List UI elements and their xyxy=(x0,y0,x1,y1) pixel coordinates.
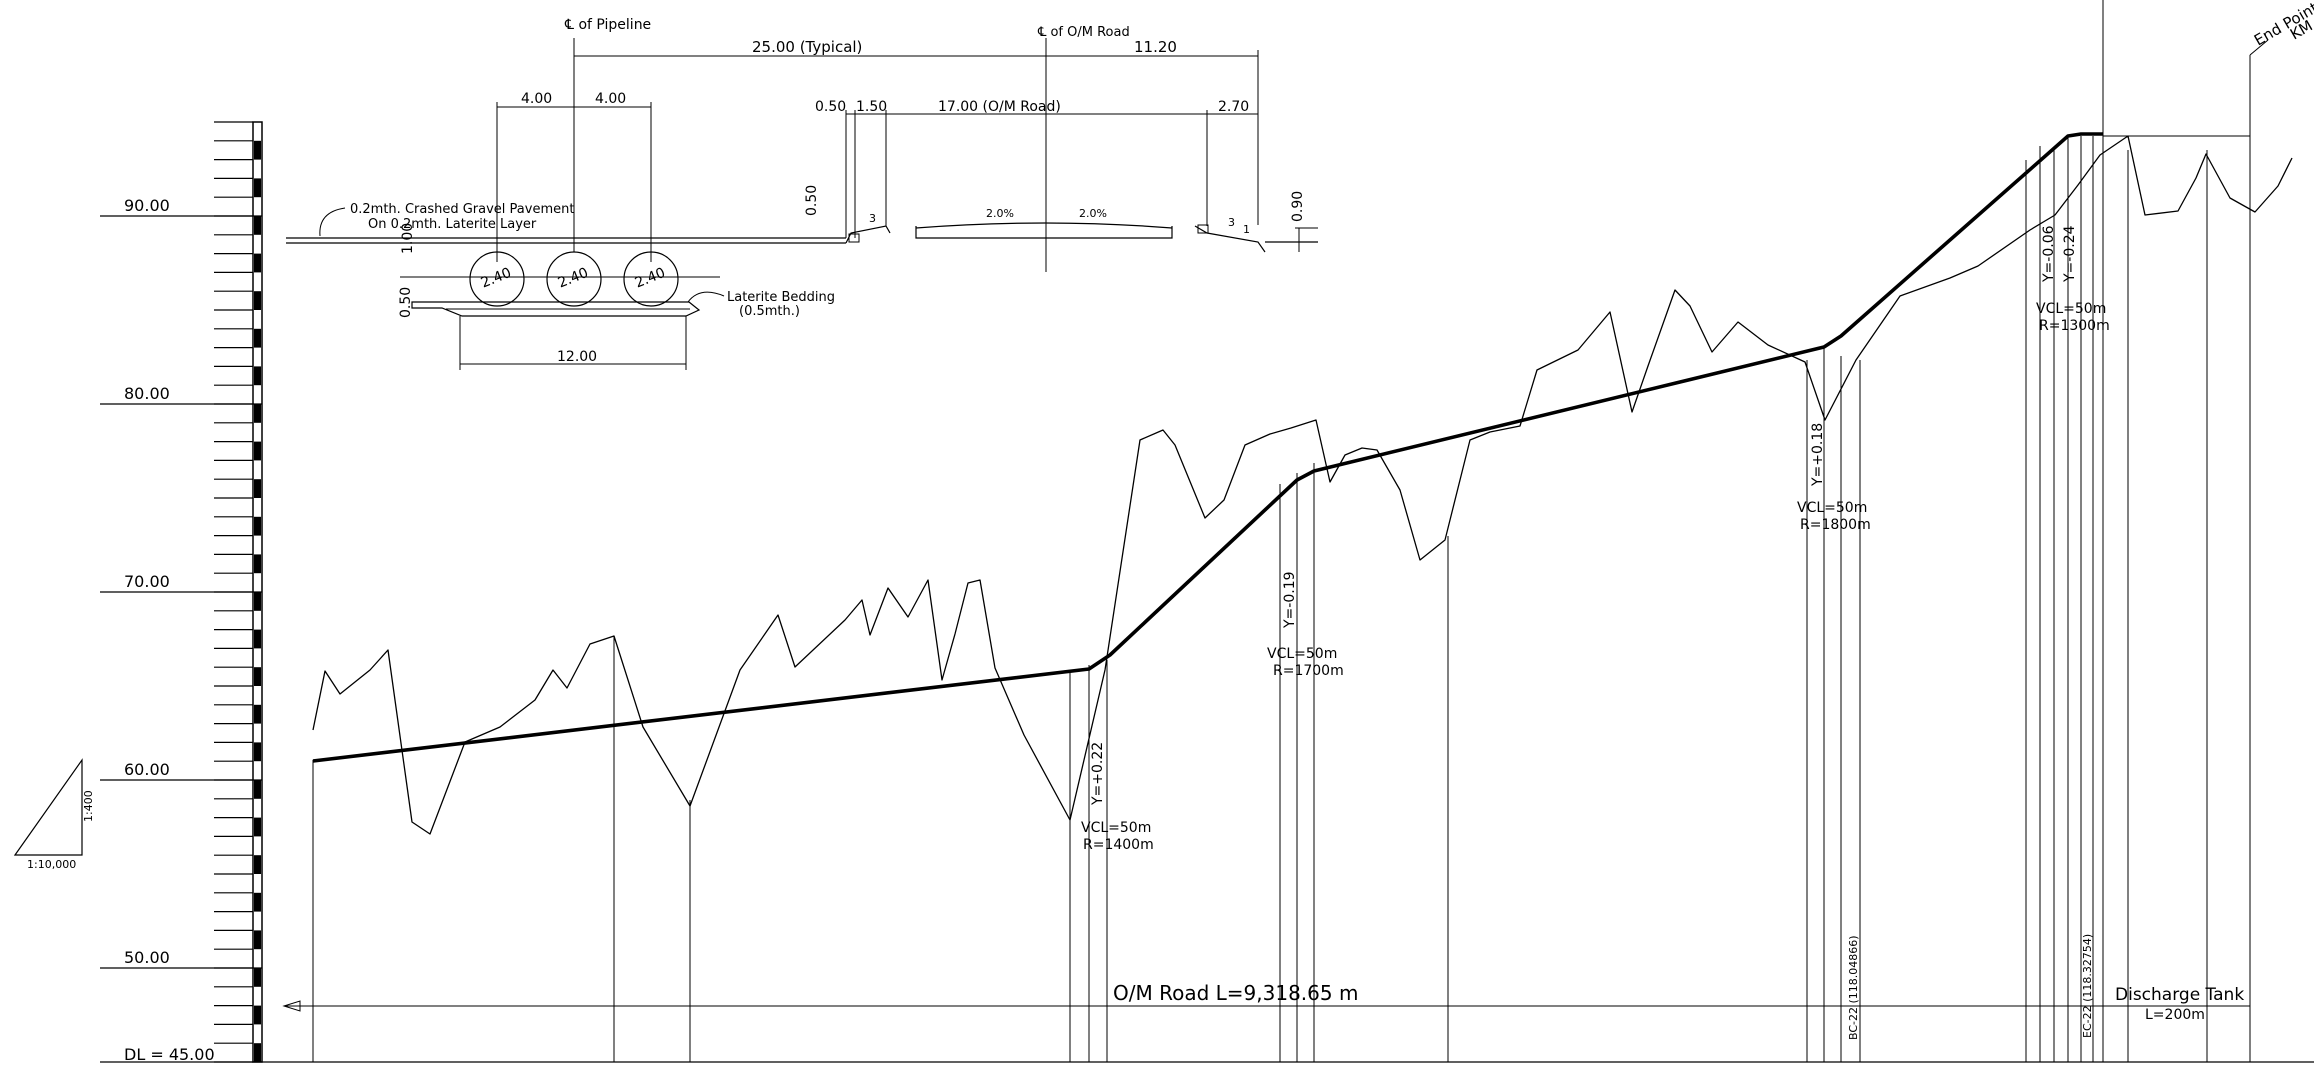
scale-block xyxy=(254,253,261,273)
curve-3: Y=+0.18 VCL=50m R=1800m xyxy=(1797,423,1871,533)
elevation-label-70: 70.00 xyxy=(124,572,170,591)
curve-1-y: Y=+0.22 xyxy=(1090,742,1106,806)
scale-block xyxy=(254,930,261,950)
slope-ratio-c: 1 xyxy=(1243,223,1250,236)
scale-block xyxy=(254,404,261,423)
scale-block xyxy=(254,629,261,649)
curve-2-vcl: VCL=50m xyxy=(1267,646,1337,662)
dim-2-70: 2.70 xyxy=(1218,99,1249,115)
scale-block xyxy=(254,554,261,574)
curve-1: Y=+0.22 VCL=50m R=1400m xyxy=(1081,742,1154,853)
scale-block xyxy=(254,968,261,987)
curve-4-r: R=1300m xyxy=(2039,318,2110,334)
curve-5-y: Y=-0.24 xyxy=(2062,225,2078,283)
dim-1-50: 1.50 xyxy=(856,99,887,115)
scale-block xyxy=(254,780,261,799)
scale-block xyxy=(254,516,261,536)
slope-left: 2.0% xyxy=(986,207,1014,220)
scale-block xyxy=(254,441,261,461)
curve-3-y: Y=+0.18 xyxy=(1810,423,1826,487)
curve-2-r: R=1700m xyxy=(1273,663,1344,679)
dim-v-0-50-bedding: 0.50 xyxy=(398,287,414,318)
elevation-scale: 90.00 80.00 70.00 60.00 50.00 DL = 45.00 xyxy=(100,121,263,1064)
datum-label: DL = 45.00 xyxy=(124,1045,215,1064)
typical-cross-section: ℄ of Pipeline ℄ of O/M Road 25.00 (Typic… xyxy=(286,17,1318,370)
elevation-label-60: 60.00 xyxy=(124,760,170,779)
slope-right: 2.0% xyxy=(1079,207,1107,220)
pipe-1 xyxy=(469,251,525,307)
scale-block xyxy=(254,479,261,498)
pipe-2 xyxy=(546,251,602,307)
scale-block xyxy=(254,742,261,762)
ratio-vertical: 1:400 xyxy=(82,790,95,822)
curve-5: Y=-0.24 xyxy=(2062,225,2078,283)
pavement-note-2: On 0.2mth. Laterite Layer xyxy=(368,217,537,232)
scale-block xyxy=(254,140,261,160)
curve-1-r: R=1400m xyxy=(1083,837,1154,853)
dim-spacing-b: 4.00 xyxy=(595,91,626,107)
scale-block xyxy=(254,817,261,837)
curve-1-vcl: VCL=50m xyxy=(1081,820,1151,836)
scale-block xyxy=(254,216,261,235)
elevation-label-80: 80.00 xyxy=(124,384,170,403)
dim-0-50: 0.50 xyxy=(815,99,846,115)
slope-ratio-b: 3 xyxy=(1228,216,1235,229)
curve-3-r: R=1800m xyxy=(1800,517,1871,533)
bedding-note-1: Laterite Bedding xyxy=(727,290,835,305)
scale-block xyxy=(254,892,261,912)
dim-road-width: 17.00 (O/M Road) xyxy=(938,99,1061,115)
pavement-note-1: 0.2mth. Crashed Gravel Pavement xyxy=(350,202,574,217)
dim-bedding-width: 12.00 xyxy=(557,349,597,365)
curve-4-y: Y=-0.06 xyxy=(2041,225,2057,283)
elevation-label-90: 90.00 xyxy=(124,196,170,215)
road-length-label: O/M Road L=9,318.65 m xyxy=(1113,981,1358,1005)
dim-spacing-a: 4.00 xyxy=(521,91,552,107)
scale-block xyxy=(254,291,261,310)
scale-block xyxy=(254,328,261,348)
scale-ratio-triangle: 1:400 1:10,000 xyxy=(13,758,95,871)
slope-ratio-a: 3 xyxy=(869,212,876,225)
scale-block xyxy=(254,366,261,386)
scale-block xyxy=(254,1005,261,1025)
discharge-tank-label: Discharge Tank xyxy=(2115,985,2244,1005)
scale-block xyxy=(254,1043,261,1062)
road-centerline-label: ℄ of O/M Road xyxy=(1037,25,1130,40)
bedding-note-2: (0.5mth.) xyxy=(739,304,800,319)
elevation-label-50: 50.00 xyxy=(124,948,170,967)
dim-typical: 25.00 (Typical) xyxy=(752,38,862,56)
curve-4-vcl: VCL=50m xyxy=(2036,301,2106,317)
pipe-1-diameter: 2.40 xyxy=(479,265,514,292)
pipe-3 xyxy=(623,251,679,307)
station-bc: BC-22 (118.04866) xyxy=(1847,935,1860,1040)
ratio-horizontal: 1:10,000 xyxy=(27,858,76,871)
scale-blocks xyxy=(254,140,261,1062)
existing-ground-line xyxy=(312,135,2293,835)
dim-v-0-90: 0.90 xyxy=(1290,191,1306,222)
scale-block xyxy=(254,178,261,198)
longitudinal-profile: BC-22 (118.04866) EC-22 (118.32754) Y=+0… xyxy=(262,0,2314,1063)
pipe-3-diameter: 2.40 xyxy=(633,265,668,292)
curve-2: Y=-0.19 VCL=50m R=1700m xyxy=(1267,571,1344,679)
pipeline-centerline-label: ℄ of Pipeline xyxy=(564,17,651,33)
curve-4: Y=-0.06 VCL=50m R=1300m xyxy=(2036,225,2110,334)
dim-right-width: 11.20 xyxy=(1134,38,1177,56)
station-lines xyxy=(312,0,2269,1062)
curve-3-vcl: VCL=50m xyxy=(1797,500,1867,516)
station-ec: EC-22 (118.32754) xyxy=(2081,934,2094,1038)
scale-block xyxy=(254,592,261,611)
scale-block xyxy=(254,855,261,874)
bedding-layer xyxy=(411,301,701,317)
scale-block xyxy=(254,667,261,686)
scale-block xyxy=(254,704,261,724)
dim-v-0-50: 0.50 xyxy=(804,185,820,216)
design-grade-line xyxy=(312,132,2103,763)
discharge-tank-length: L=200m xyxy=(2145,1007,2205,1023)
curve-2-y: Y=-0.19 xyxy=(1282,571,1298,629)
pipe-2-diameter: 2.40 xyxy=(556,265,591,292)
